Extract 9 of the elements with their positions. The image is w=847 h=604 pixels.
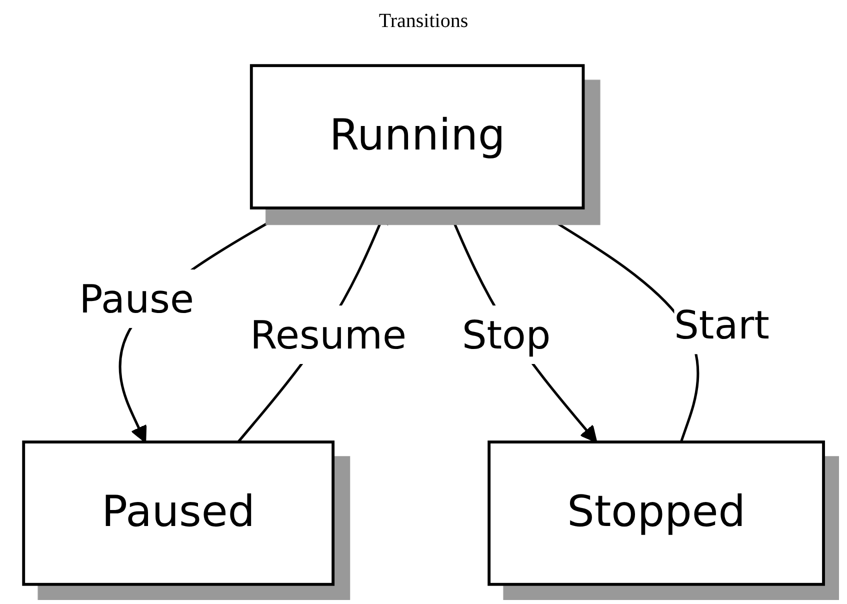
- edge-label: Stop: [462, 311, 551, 358]
- edge-label: Start: [674, 302, 770, 348]
- node-box: Stopped: [488, 440, 825, 586]
- node-box: Running: [250, 64, 585, 210]
- arrow: [446, 207, 598, 443]
- edge-label: Pause: [79, 275, 194, 322]
- edge-label: Resume: [250, 311, 406, 358]
- node-box: Paused: [22, 440, 334, 586]
- title: Transitions: [378, 10, 470, 33]
